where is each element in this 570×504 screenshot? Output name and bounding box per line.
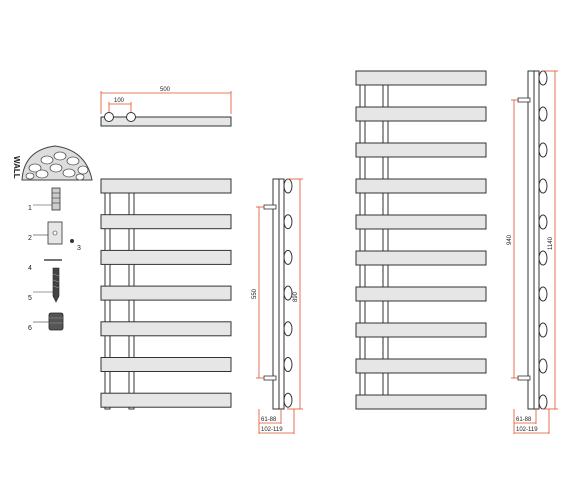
small-towel-bar <box>100 357 232 372</box>
top-pipe-centres-label: 100 <box>114 98 125 104</box>
large-bar-end <box>538 142 548 158</box>
large-projection-1-label: 61-88 <box>516 417 532 423</box>
small-side-bumps <box>283 178 293 408</box>
fixing-number-3: 3 <box>77 245 81 252</box>
small-bar-end <box>283 285 293 301</box>
large-pipe-left <box>359 70 366 410</box>
wall-stone-icon <box>21 145 93 181</box>
large-bar-end <box>538 358 548 374</box>
large-bar-end <box>538 178 548 194</box>
large-pipe-right <box>382 70 389 410</box>
large-bar-end <box>538 214 548 230</box>
wall-plug-icon <box>51 187 61 211</box>
top-plan-pipe-right <box>126 112 136 122</box>
small-towel-bar <box>100 249 232 265</box>
large-towel-bar <box>355 70 487 86</box>
small-front-view <box>100 178 232 410</box>
small-projection-1-label: 61-88 <box>261 417 277 423</box>
large-pipe-centres-label: 940 <box>507 234 513 245</box>
large-towel-bar <box>355 250 487 266</box>
small-bar-end <box>283 178 293 194</box>
fixing-number-6: 6 <box>28 325 32 332</box>
fixing-number-4: 4 <box>28 265 32 272</box>
large-bar-end <box>538 250 548 266</box>
large-towel-bar <box>355 286 487 302</box>
small-bars <box>100 178 232 408</box>
small-bar-end <box>283 249 293 265</box>
top-plan-bar <box>100 116 232 127</box>
large-bar-end <box>538 286 548 302</box>
small-bar-end <box>283 357 293 372</box>
small-bar-end <box>283 214 293 230</box>
large-side-view: 940 1140 61-88 102-119 <box>507 70 558 434</box>
small-bar-end <box>283 392 293 408</box>
small-pipe-centres-label: 550 <box>252 288 258 299</box>
fixing-number-2: 2 <box>28 235 32 242</box>
small-bar-end <box>283 321 293 337</box>
large-bar-end <box>538 394 548 410</box>
top-plan-pipe-left <box>104 112 114 122</box>
large-bars <box>355 70 487 410</box>
small-projection-2-label: 102-119 <box>261 427 283 433</box>
large-bar-end <box>538 322 548 338</box>
fixing-number-1: 1 <box>28 205 32 212</box>
wall-label: WALL <box>12 156 21 179</box>
large-towel-bar <box>355 106 487 122</box>
large-bar-end <box>538 70 548 86</box>
small-side-view: 550 890 61-88 102-119 <box>252 178 303 434</box>
small-towel-bar <box>100 214 232 230</box>
small-towel-bar <box>100 285 232 301</box>
fixings-panel: WALL 1 2 3 <box>12 145 93 332</box>
cap-icon <box>48 312 64 331</box>
large-towel-bar <box>355 214 487 230</box>
top-plan-view: 500 100 <box>100 87 232 127</box>
bracket-screw-icon <box>70 239 74 243</box>
large-bar-end <box>538 106 548 122</box>
large-side-bumps <box>538 70 548 410</box>
large-projection-2-label: 102-119 <box>516 427 538 433</box>
large-towel-bar <box>355 394 487 410</box>
small-towel-bar <box>100 178 232 194</box>
large-front-view <box>355 70 487 410</box>
bracket-icon <box>47 221 63 245</box>
top-width-label: 500 <box>160 87 171 93</box>
fixing-number-5: 5 <box>28 295 32 302</box>
large-towel-bar <box>355 358 487 374</box>
large-height-label: 1140 <box>548 236 554 250</box>
large-towel-bar <box>355 178 487 194</box>
small-towel-bar <box>100 392 232 408</box>
small-height-label: 890 <box>293 291 299 302</box>
small-towel-bar <box>100 321 232 337</box>
large-towel-bar <box>355 322 487 338</box>
screw-icon <box>52 267 60 303</box>
large-towel-bar <box>355 142 487 158</box>
